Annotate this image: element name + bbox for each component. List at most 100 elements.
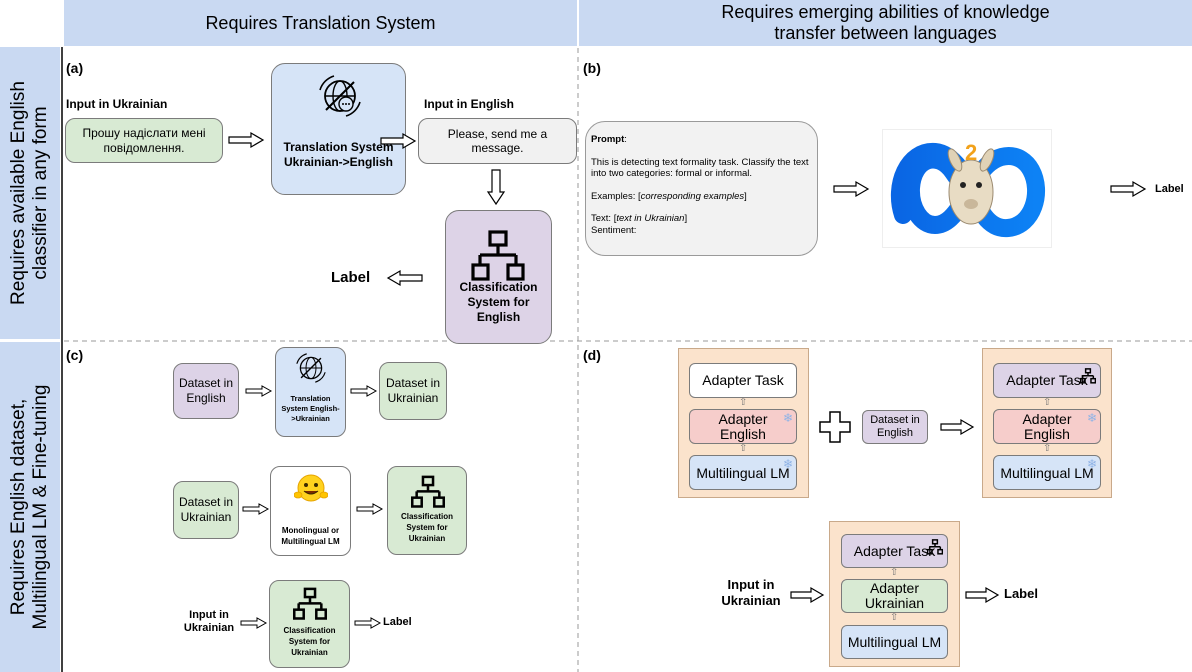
language-model-box-c: Monolingual or Multilingual LM [270, 466, 351, 556]
panel-b-label: (b) [583, 60, 601, 76]
input-ukrainian-text: Прошу надіслати мені повідомлення. [82, 125, 206, 155]
dataset-english-text-d: Dataset in English [870, 414, 920, 439]
adapter-english-2-text: Adapter English [1022, 410, 1072, 442]
prompt-text-suffix: ] [684, 213, 688, 224]
input-english-text: Please, send me a message. [447, 127, 548, 155]
dataset-ukrainian-box-c2: Dataset in Ukrainian [173, 481, 239, 539]
label-output-a: Label [331, 269, 371, 286]
hierarchy-icon-c2 [293, 587, 327, 620]
dataset-english-box-d: Dataset in English [862, 410, 928, 444]
llama-meta-logo: 2 [882, 129, 1052, 248]
up-arrow-1b: ⇧ [739, 443, 748, 454]
hierarchy-icon-c1 [411, 475, 445, 508]
adapter-task-2: Adapter Task [993, 363, 1101, 398]
adapter-stack-1: Adapter Task ⇧ Adapter English ❄ ⇧ Multi… [678, 348, 809, 498]
up-arrow-2a: ⇧ [1043, 397, 1052, 408]
translation-system-label: Translation System Ukrainian->English [283, 140, 394, 169]
up-arrow-1a: ⇧ [739, 397, 748, 408]
dataset-english-text-c: Dataset in English [178, 376, 234, 405]
translation-system-label-c: Translation System English->Ukrainian [281, 394, 340, 423]
row-header-2-line1: Requires English dataset, [8, 398, 29, 616]
arrow-c2 [350, 385, 378, 397]
adapter-task-2-text: Adapter Task [1006, 372, 1088, 388]
hierarchy-icon-d2 [1080, 368, 1096, 384]
adapter-task-3: Adapter Task [841, 534, 948, 568]
dataset-ukrainian-text-c2: Dataset in Ukrainian [178, 495, 234, 524]
classification-system-english-box: Classification System for English [445, 210, 552, 344]
column-header-transfer: Requires emerging abilities of knowledge… [579, 0, 1192, 46]
up-arrow-2b: ⇧ [1043, 443, 1052, 454]
multilingual-lm-2-text: Multilingual LM [1000, 464, 1094, 481]
prompt-examples-prefix: Examples: [ [591, 190, 641, 202]
snowflake-icon: ❄ [1086, 411, 1097, 425]
multilingual-lm-3: Multilingual LM [841, 625, 948, 659]
adapter-stack-2: Adapter Task ⇧ Adapter English ❄ ⇧ Multi… [982, 348, 1112, 498]
adapter-ukrainian-3-text: Adapter Ukrainian [864, 580, 925, 611]
arrow-c4 [356, 503, 384, 515]
globe-translate-icon [319, 75, 361, 117]
arrow-a2 [380, 132, 417, 150]
input-ukrainian-title: Input in Ukrainian [66, 97, 168, 111]
dataset-english-box-c: Dataset in English [173, 363, 239, 419]
snowflake-icon: ❄ [782, 457, 793, 471]
arrow-c5 [240, 617, 268, 629]
snowflake-icon: ❄ [782, 411, 793, 425]
prompt-title: Prompt [591, 134, 625, 145]
translation-system-box-c: Translation System English->Ukrainian [275, 347, 346, 437]
panel-c-label: (c) [66, 347, 84, 363]
arrow-c6 [354, 617, 382, 629]
arrow-d2 [790, 586, 825, 604]
multilingual-lm-1-text: Multilingual LM [696, 464, 790, 481]
input-ukrainian-text-d: Input in Ukrainian [721, 577, 781, 608]
input-ukrainian-text-c: Input in Ukrainian [183, 609, 235, 634]
snowflake-icon: ❄ [1086, 457, 1097, 471]
classification-system-ukrainian-box-c2: Classification System for Ukrainian [269, 580, 350, 668]
input-ukrainian-c: Input in Ukrainian [177, 609, 241, 635]
arrow-d1 [940, 418, 975, 436]
arrow-b2 [1110, 180, 1147, 198]
column-header-translation-text: Requires Translation System [205, 12, 436, 33]
prompt-box: Prompt: This is detecting text formality… [585, 121, 818, 256]
meta-infinity-icon [890, 143, 1046, 237]
prompt-examples-italic: corresponding examples [640, 190, 745, 202]
input-english-box: Please, send me a message. [418, 118, 577, 164]
input-ukrainian-box: Прошу надіслати мені повідомлення. [65, 118, 223, 163]
prompt-text-italic: text in Ukrainian [616, 213, 685, 224]
multilingual-lm-3-text: Multilingual LM [847, 634, 942, 650]
row-header-1-line2: classifier in any form [30, 106, 51, 280]
classification-system-ukrainian-box-c1: Classification System for Ukrainian [387, 466, 467, 555]
llama-head [948, 159, 994, 225]
hugging-face-icon [294, 474, 328, 502]
translation-system-box: Translation System Ukrainian->English [271, 63, 406, 195]
globe-translate-icon-c [296, 353, 326, 383]
row-header-english-dataset: Requires English dataset, Multilingual L… [0, 342, 60, 672]
prompt-text-prefix: Text: [ [591, 213, 617, 224]
adapter-task-3-text: Adapter Task [853, 542, 936, 559]
row-header-2-line2: Multilingual LM & Fine-tuning [30, 384, 51, 630]
hierarchy-icon [471, 230, 525, 281]
panel-a-label: (a) [66, 60, 84, 76]
classification-system-ukrainian-label-c2: Classification System for Ukrainian [283, 626, 336, 657]
language-model-label-c: Monolingual or Multilingual LM [281, 526, 340, 546]
label-output-b: Label [1155, 183, 1184, 195]
multilingual-lm-1: Multilingual LM ❄ [689, 455, 797, 490]
input-ukrainian-d: Input in Ukrainian [716, 577, 786, 609]
label-output-c: Label [383, 616, 412, 628]
column-header-translation: Requires Translation System [64, 0, 577, 46]
input-english-title: Input in English [424, 97, 514, 111]
adapter-english-1-text: Adapter English [718, 410, 768, 442]
prompt-instruction: This is detecting text formality task. C… [591, 156, 809, 180]
classification-system-english-label: Classification System for English [459, 280, 538, 324]
adapter-ukrainian-3: Adapter Ukrainian [841, 579, 948, 613]
hierarchy-icon-d3 [927, 539, 943, 555]
arrow-c3 [242, 503, 270, 515]
arrow-a4-left [386, 269, 423, 287]
multilingual-lm-2: Multilingual LM ❄ [993, 455, 1101, 490]
adapter-task-1: Adapter Task [689, 363, 797, 398]
dataset-ukrainian-text-c1: Dataset in Ukrainian [385, 376, 441, 405]
adapter-stack-3: Adapter Task ⇧ Adapter Ukrainian ⇧ Multi… [829, 521, 960, 667]
dataset-ukrainian-box-c1: Dataset in Ukrainian [379, 362, 447, 420]
arrow-a3-down [486, 169, 506, 206]
prompt-colon: : [624, 134, 627, 145]
